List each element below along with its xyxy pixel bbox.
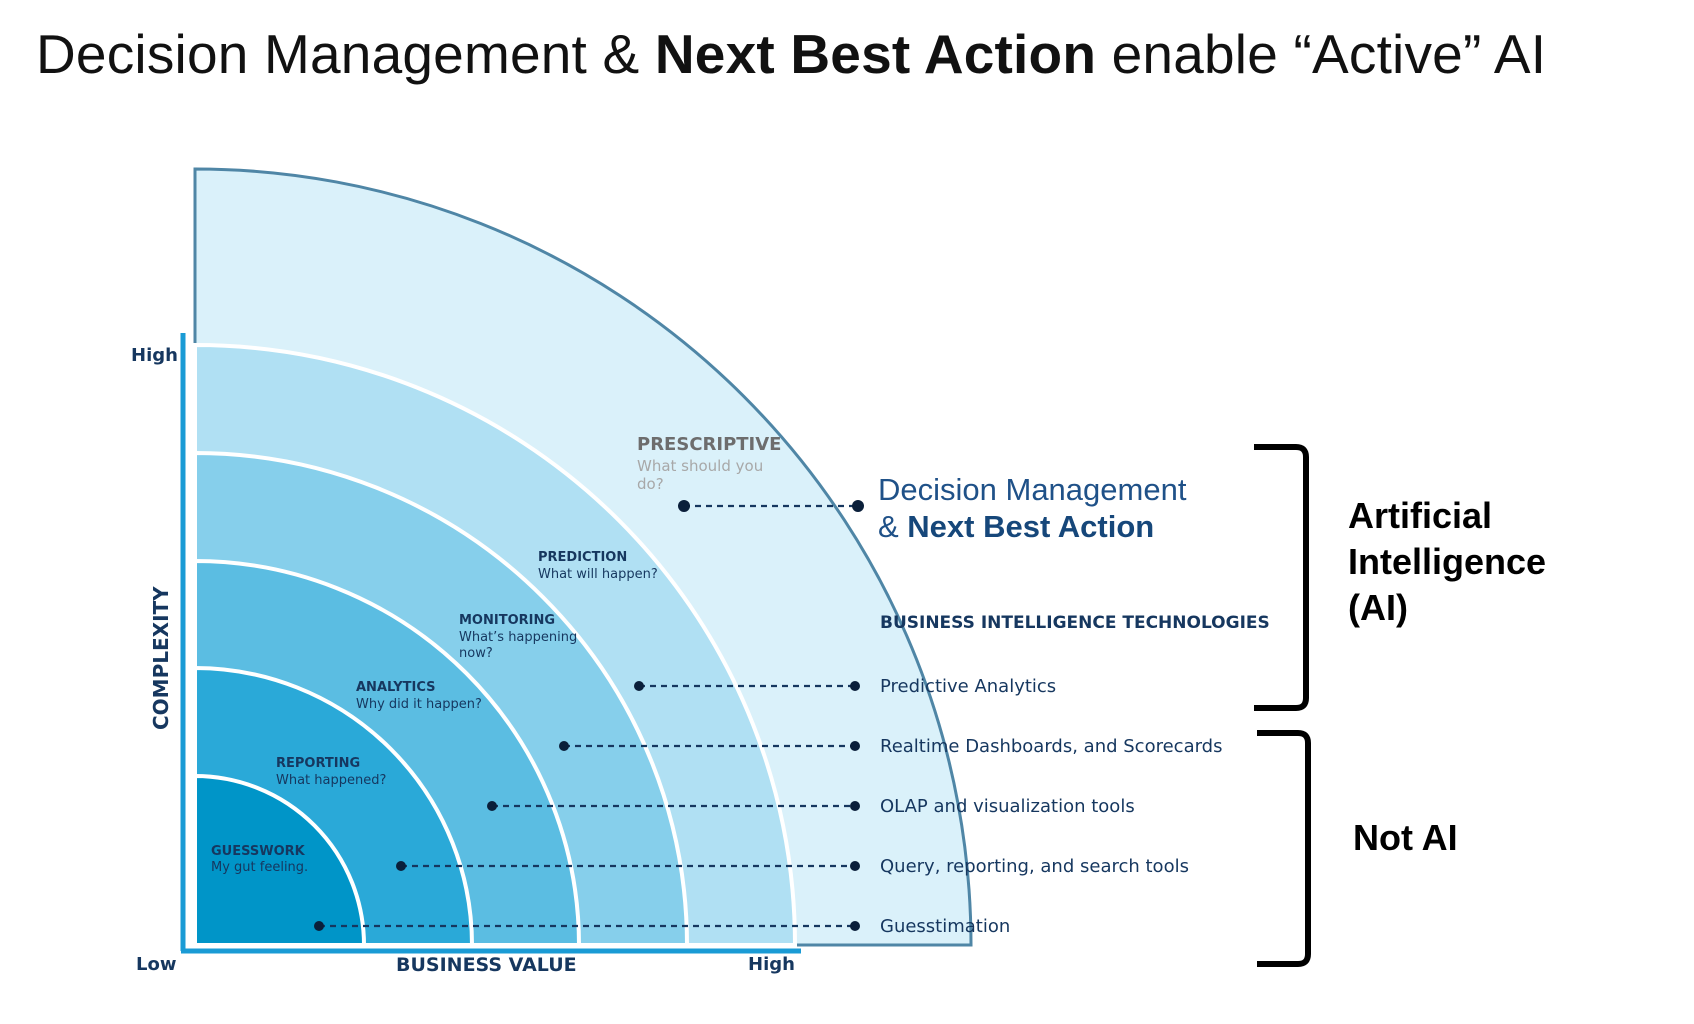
stage-monitoring-name: MONITORING: [459, 613, 555, 628]
stage-guesswork-name: GUESSWORK: [211, 844, 306, 859]
dot-reporting-start: [396, 861, 406, 871]
stage-reporting-name: REPORTING: [276, 756, 360, 771]
connector-dots: [314, 500, 864, 931]
stage-prescriptive-question: What should you: [637, 457, 763, 475]
decision-management-line1: Decision Management: [878, 472, 1187, 507]
tool-realtime-dashboards: Realtime Dashboards, and Scorecards: [880, 736, 1222, 757]
ai-label-line2: Intelligence: [1348, 541, 1546, 582]
decision-management-bold: Next Best Action: [907, 509, 1154, 544]
dot-analytics-start: [487, 801, 497, 811]
tool-olap: OLAP and visualization tools: [880, 796, 1135, 817]
page-title: Decision Management & Next Best Action e…: [36, 22, 1676, 86]
stage-monitoring-question-2: now?: [459, 646, 493, 661]
dot-prediction-end: [850, 681, 860, 691]
band-guesswork: [193, 773, 367, 947]
ai-label-line3: (AI): [1348, 587, 1408, 628]
decision-management-line2: & Next Best Action: [878, 509, 1154, 544]
stage-analytics-name: ANALYTICS: [356, 680, 436, 695]
dot-prescriptive-start: [678, 500, 690, 512]
dot-guesswork-start: [314, 921, 324, 931]
dot-prescriptive-end: [852, 500, 864, 512]
title-part1: Decision Management &: [36, 23, 655, 85]
title-part2: enable “Active” AI: [1096, 23, 1547, 85]
x-axis-low-label: Low: [136, 954, 176, 975]
x-axis-title: BUSINESS VALUE: [396, 954, 577, 976]
not-ai-bracket: [1257, 730, 1311, 967]
decision-management-prefix: &: [878, 509, 907, 544]
bi-technologies-heading: BUSINESS INTELLIGENCE TECHNOLOGIES: [880, 613, 1270, 633]
title-bold: Next Best Action: [654, 23, 1097, 85]
stage-prediction-name: PREDICTION: [538, 550, 627, 565]
tool-query-reporting: Query, reporting, and search tools: [880, 856, 1189, 877]
bands: [193, 167, 973, 947]
stage-reporting-question: What happened?: [276, 773, 386, 788]
connectors: [319, 504, 858, 928]
y-axis-high-label: High: [131, 345, 178, 366]
stage-labels: GUESSWORK My gut feeling. REPORTING What…: [211, 434, 781, 875]
axes: High Low High BUSINESS VALUE COMPLEXITY: [131, 333, 801, 976]
stage-prescriptive-name: PRESCRIPTIVE: [637, 434, 781, 455]
tool-predictive-analytics: Predictive Analytics: [880, 676, 1056, 697]
stage-analytics-question: Why did it happen?: [356, 697, 482, 712]
not-ai-label: Not AI: [1353, 817, 1458, 858]
stage-monitoring-question: What’s happening: [459, 630, 577, 645]
dot-reporting-end: [850, 861, 860, 871]
tool-guesstimation: Guesstimation: [880, 916, 1010, 937]
tool-list: Predictive Analytics Realtime Dashboards…: [880, 676, 1222, 937]
dot-monitoring-start: [559, 741, 569, 751]
y-axis-title: COMPLEXITY: [149, 586, 173, 730]
x-axis-high-label: High: [748, 954, 795, 975]
stage-prediction-question: What will happen?: [538, 567, 658, 582]
stage-prescriptive-question-2: do?: [637, 475, 664, 493]
dot-guesswork-end: [850, 921, 860, 931]
stage-guesswork-question: My gut feeling.: [211, 860, 308, 875]
dot-monitoring-end: [850, 741, 860, 751]
ai-bracket: [1254, 444, 1309, 711]
dot-analytics-end: [850, 801, 860, 811]
dot-prediction-start: [634, 681, 644, 691]
ai-label-line1: Artificial: [1348, 495, 1492, 536]
